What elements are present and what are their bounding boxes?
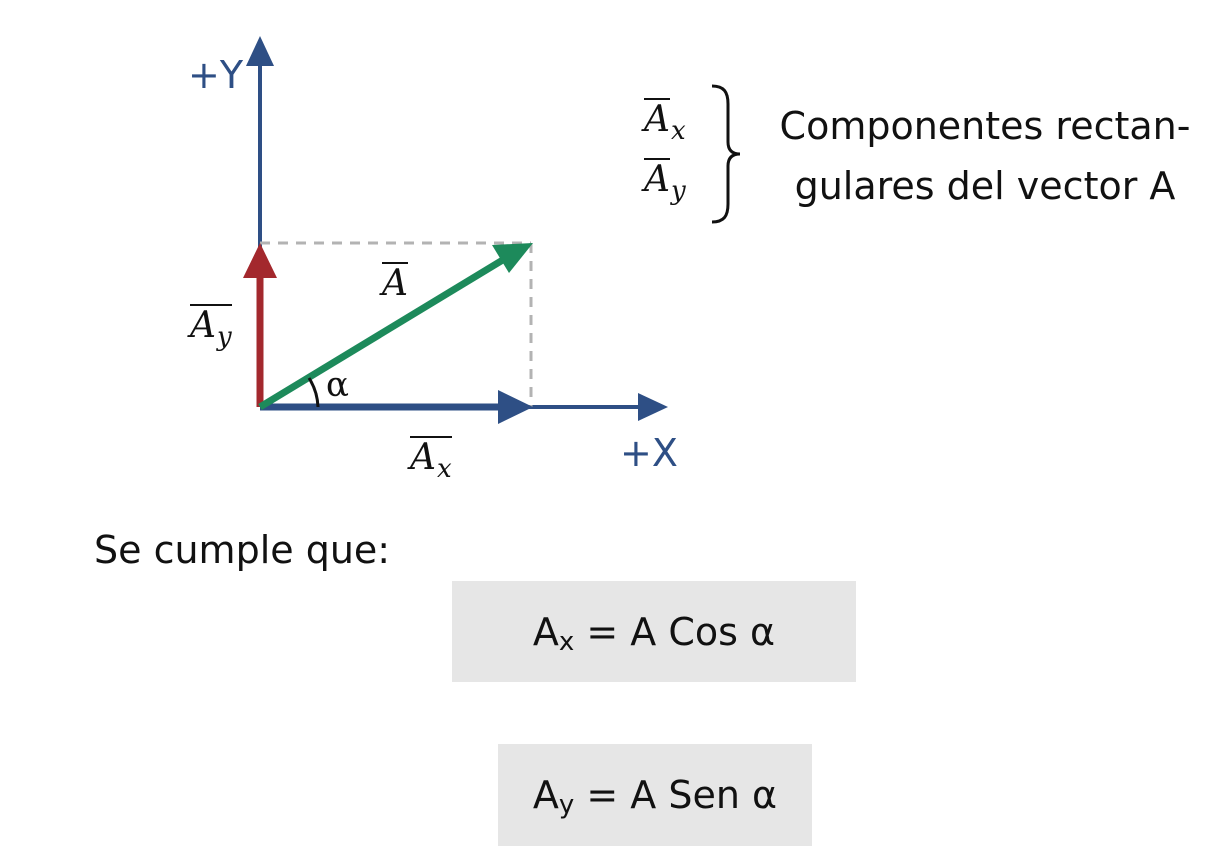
legend-item-ax: Ax [644, 98, 686, 144]
legend-ay-symbol: A [644, 158, 670, 200]
x-axis-arrowhead [638, 393, 668, 421]
vector-ax-arrowhead [498, 390, 533, 424]
legend-item-ay: Ay [644, 158, 686, 204]
legend-ax-symbol: A [644, 98, 670, 140]
formula-ax-lhs: A [532, 609, 559, 654]
vector-ax-subscript: x [437, 454, 452, 484]
intro-text: Se cumple que: [94, 528, 391, 572]
vector-ax-symbol: A [410, 437, 436, 478]
angle-label: α [326, 368, 349, 402]
formula-ay-rhs: = A Sen α [574, 773, 778, 817]
vector-ay-subscript: y [217, 322, 232, 352]
legend-brace [711, 84, 741, 224]
formula-ay-subscript: y [558, 790, 575, 820]
vector-diagram [243, 36, 668, 424]
x-axis-label: +X [620, 434, 678, 472]
vector-a-symbol: A [382, 262, 408, 304]
vector-ay-symbol: A [190, 305, 216, 346]
formula-ax-subscript: x [558, 626, 575, 657]
legend-ax-subscript: x [671, 116, 686, 146]
y-axis-label: +Y [188, 56, 243, 94]
legend-ay-subscript: y [671, 176, 686, 206]
formula-ay-lhs: A [532, 773, 559, 817]
angle-arc [307, 377, 320, 408]
vector-a-arrowhead [492, 243, 533, 273]
vector-a-line [258, 255, 508, 410]
vector-ay-arrowhead [243, 243, 277, 278]
angle-symbol: α [326, 365, 349, 405]
vector-a-label: A [382, 262, 408, 302]
legend-text-line2: gulares del vector A [794, 164, 1176, 208]
x-axis-label-text: +X [620, 431, 678, 475]
y-axis-arrowhead [246, 36, 274, 66]
legend-description: Componentes rectan- gulares del vector A [760, 96, 1210, 216]
vector-ay-label: Ay [190, 304, 232, 350]
legend-text-line1: Componentes rectan- [779, 104, 1191, 148]
y-axis-label-text: +Y [188, 53, 244, 97]
formula-ax-rhs: = A Cos α [574, 609, 776, 654]
vector-ax-label: Ax [410, 436, 452, 482]
